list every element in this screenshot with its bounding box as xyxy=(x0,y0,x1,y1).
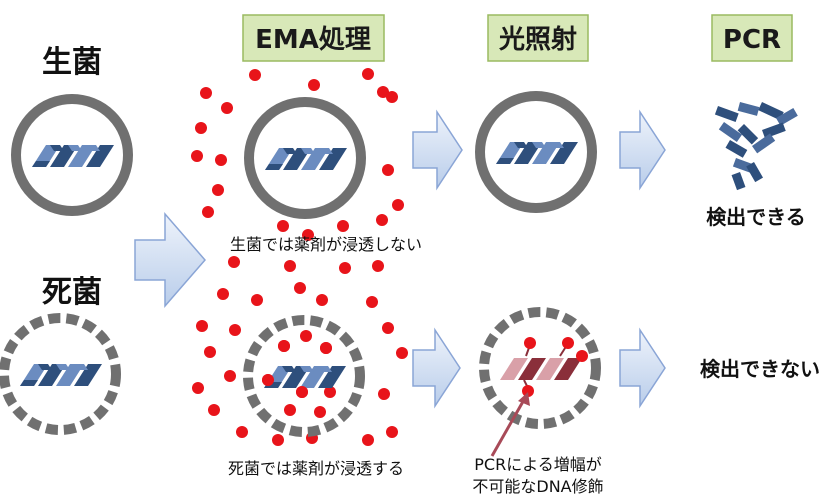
live-cell-ema xyxy=(244,97,366,219)
arrow-right-icon xyxy=(619,327,666,409)
step-box-light: 光照射 xyxy=(487,14,589,62)
live-cell-initial xyxy=(11,94,133,216)
dead-cell-ema xyxy=(243,315,365,437)
arrow-right-icon xyxy=(412,109,463,191)
step-label-ema: EMA処理 xyxy=(255,25,371,55)
amplified-dna-icon xyxy=(714,102,798,191)
arrow-right-icon xyxy=(619,109,666,191)
dna-icon xyxy=(264,366,346,388)
dead-cell-light xyxy=(479,307,601,429)
pcr-note-line2: 不可能なDNA修飾 xyxy=(472,477,603,496)
arrow-right-icon xyxy=(134,211,206,309)
ema-dots-live xyxy=(191,68,404,241)
result-detectable: 検出できる xyxy=(706,205,806,229)
step-box-ema: EMA処理 xyxy=(242,14,385,62)
step-label-light: 光照射 xyxy=(498,25,577,55)
result-undetectable: 検出できない xyxy=(700,357,820,381)
step-box-pcr: PCR xyxy=(711,14,793,62)
dead-cell-initial xyxy=(0,313,121,435)
ema-dots-dead xyxy=(192,256,408,446)
dead-note: 死菌では薬剤が浸透する xyxy=(228,459,404,478)
row-label-live: 生菌 xyxy=(42,45,102,80)
live-note: 生菌では薬剤が浸透しない xyxy=(230,235,422,254)
pcr-note-line1: PCRによる増幅が xyxy=(474,455,601,474)
bound-ema-icon xyxy=(522,337,588,397)
live-cell-light xyxy=(475,91,597,213)
pointer-arrow-icon xyxy=(490,392,530,457)
row-label-dead: 死菌 xyxy=(42,275,102,310)
step-label-pcr: PCR xyxy=(723,25,781,55)
arrow-right-icon xyxy=(412,327,461,409)
